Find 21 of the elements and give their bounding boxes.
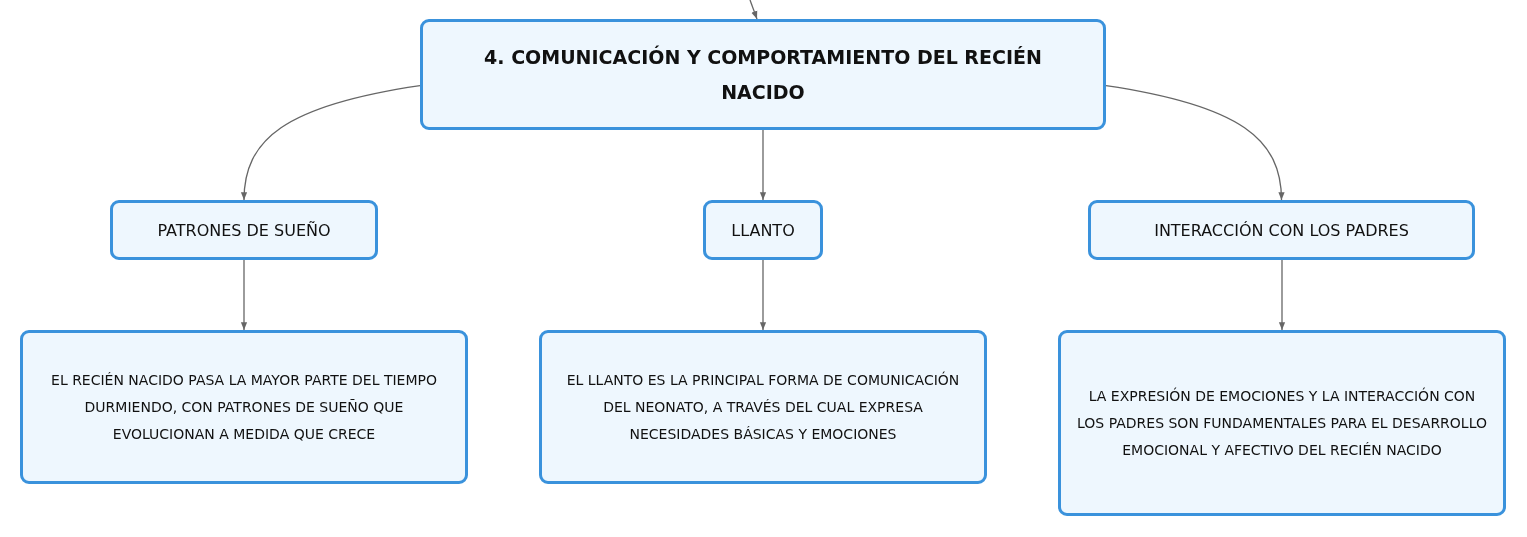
node-text: EL LLANTO ES LA PRINCIPAL FORMA DE COMUNICACIÓN DEL NEONATO, A TRAVÉS DEL CUAL EXPRESA NECESIDADES BÁSICAS Y EMOCIONES xyxy=(565,370,961,444)
connector-arrow xyxy=(240,259,248,331)
topic-box xyxy=(1088,200,1475,260)
node-text: PATRONES DE SUEÑO xyxy=(157,220,331,240)
connector-arrow xyxy=(759,129,767,201)
description-box xyxy=(20,330,468,484)
node-text: EL RECIÉN NACIDO PASA LA MAYOR PARTE DEL TIEMPO DURMIENDO, CON PATRONES DE SUEÑO QUE EVOLUCIONAN A MEDIDA QUE CRECE xyxy=(50,370,438,444)
node-text: LA EXPRESIÓN DE EMOCIONES Y LA INTERACCIÓN CON LOS PADRES SON FUNDAMENTALES PARA EL DESARROLLO EMOCIONAL Y AFECTIVO DEL RECIÉN NACIDO xyxy=(1076,386,1488,460)
description-box xyxy=(539,330,987,484)
title-box xyxy=(420,19,1106,130)
topic-box xyxy=(110,200,378,260)
connector-arrow xyxy=(1105,84,1285,201)
connector-arrow xyxy=(241,84,421,201)
node-text: 4. COMUNICACIÓN Y COMPORTAMIENTO DEL RECIÉN NACIDO xyxy=(483,44,1043,105)
connector-arrow xyxy=(1278,259,1286,331)
topic-box xyxy=(703,200,823,260)
connector-arrow xyxy=(759,259,767,331)
node-text: LLANTO xyxy=(731,220,795,240)
connector-arrow xyxy=(749,0,758,20)
node-text: INTERACCIÓN CON LOS PADRES xyxy=(1154,220,1409,240)
description-box xyxy=(1058,330,1506,516)
